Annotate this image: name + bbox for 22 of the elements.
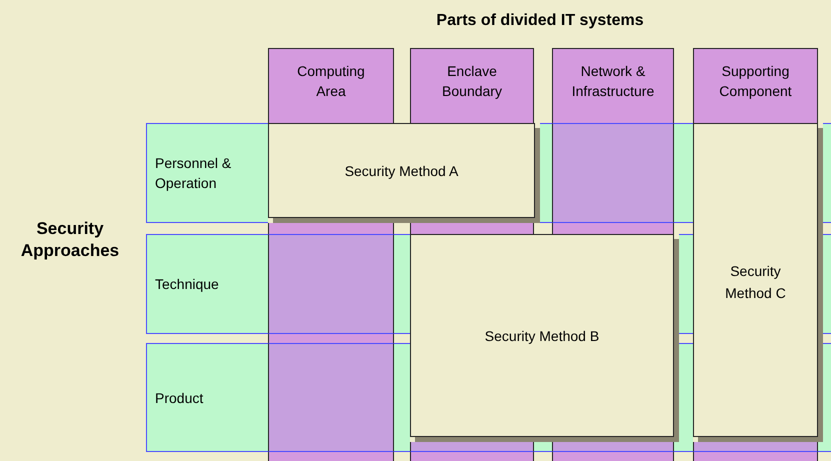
column-heading: Network & Infrastructure <box>570 62 656 101</box>
method-label: Security Method A <box>344 162 458 181</box>
column-heading: Computing Area <box>296 62 366 101</box>
column-heading: Enclave Boundary <box>441 62 503 101</box>
method-box <box>693 123 823 442</box>
method-label: Security Method C <box>724 262 787 303</box>
method-box <box>410 234 679 442</box>
column-header <box>693 48 818 123</box>
row-header <box>146 343 268 452</box>
method-label: Security Method B <box>484 326 600 346</box>
row-heading: Technique <box>155 275 220 294</box>
row-header <box>146 123 268 223</box>
column-header <box>268 48 394 123</box>
column-header <box>552 48 674 123</box>
column-header <box>410 48 534 123</box>
row-heading: Personnel & Operation <box>155 154 232 193</box>
row-header <box>146 234 268 334</box>
method-box <box>268 123 540 223</box>
column-heading: Supporting Component <box>718 62 793 101</box>
axis-heading: Security Approaches <box>20 218 120 262</box>
diagram-title: Parts of divided IT systems <box>435 12 645 30</box>
row-heading: Product <box>155 388 204 408</box>
